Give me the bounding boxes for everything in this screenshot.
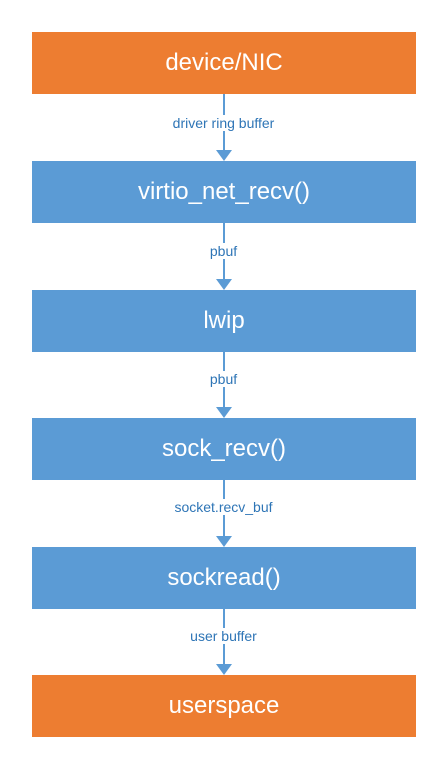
arrow-down-icon (216, 407, 232, 418)
edge-label-3: pbuf (207, 371, 240, 387)
node-virtio-net-recv: virtio_net_recv() (32, 161, 416, 223)
node-userspace: userspace (32, 675, 416, 737)
node-lwip: lwip (32, 290, 416, 352)
arrow-down-icon (216, 150, 232, 161)
edge-label-5: user buffer (188, 628, 259, 644)
edge-label-4: socket.recv_buf (172, 499, 275, 515)
node-sock-recv: sock_recv() (32, 418, 416, 480)
node-device-nic: device/NIC (32, 32, 416, 94)
node-sockread: sockread() (32, 547, 416, 609)
arrow-down-icon (216, 279, 232, 290)
arrow-down-icon (216, 536, 232, 547)
edge-label-2: pbuf (207, 243, 240, 259)
arrow-down-icon (216, 664, 232, 675)
edge-label-1: driver ring buffer (170, 115, 277, 131)
